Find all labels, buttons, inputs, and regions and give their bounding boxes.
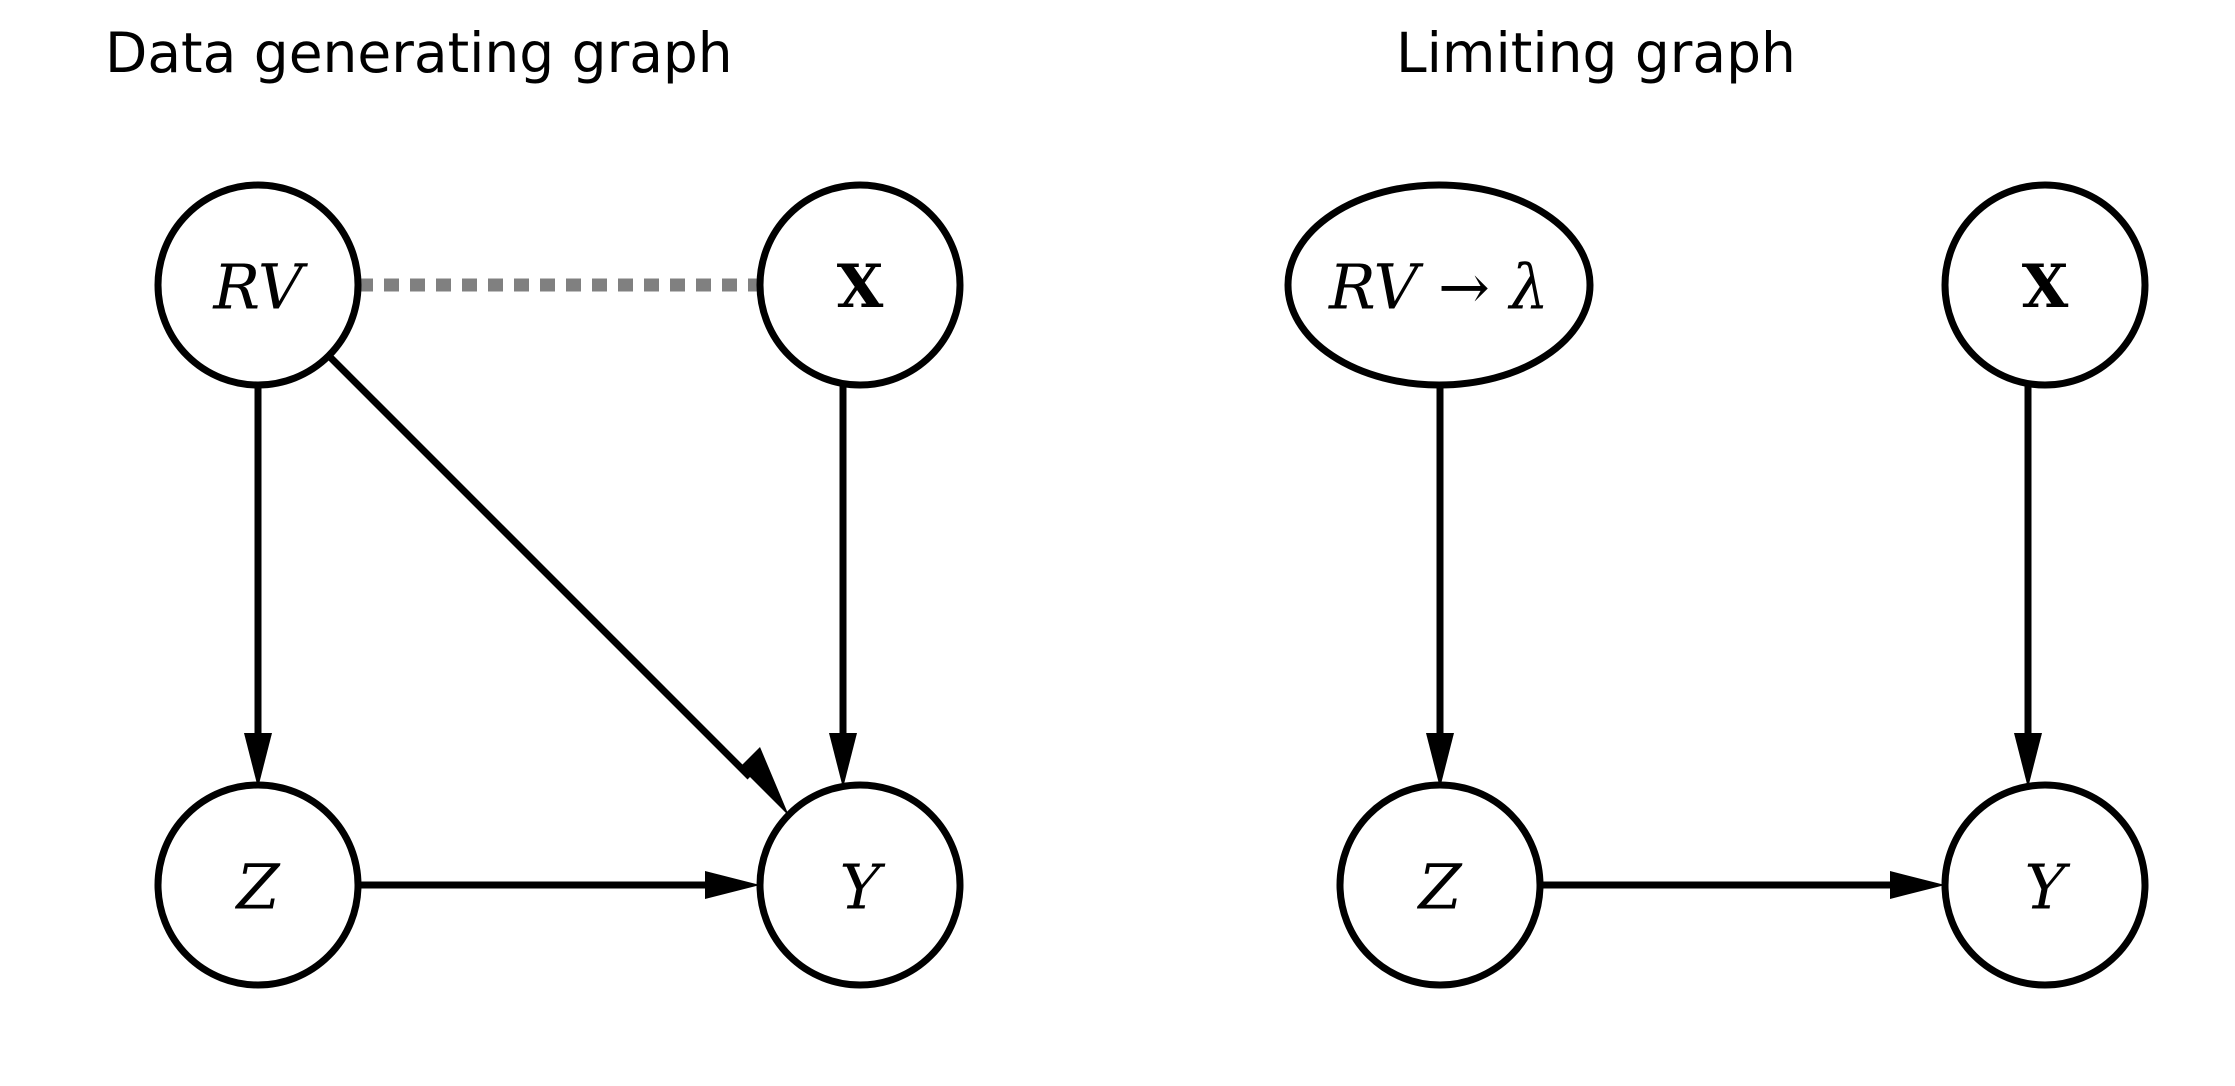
edge-z-to-y [358,871,760,899]
edge-z2-to-y2-arrowhead [1890,871,1945,899]
node-x2-shape[interactable] [1941,181,2149,389]
edge-rv-to-y [326,353,789,816]
node-y[interactable]: Y [756,781,964,989]
node-z2-shape[interactable] [1336,781,1544,989]
edge-x2-to-y2-arrowhead [2014,733,2042,788]
panel-title-data-generating-graph: Data generating graph [105,21,733,85]
edge-rvlambda-to-z [1426,385,1454,788]
node-y2[interactable]: Y [1941,781,2149,989]
edge-rv-to-y-arrowhead [740,747,789,816]
edge-z-to-y-arrowhead [705,871,760,899]
edge-x-to-y [829,385,857,788]
node-rv-lambda-shape[interactable] [1284,181,1594,389]
node-rv-label: RV [212,251,308,324]
edge-z2-to-y2 [1540,871,1945,899]
node-y2-shape[interactable] [1941,781,2149,989]
edge-x2-to-y2 [2014,385,2042,788]
node-x-shape[interactable] [756,181,964,389]
node-z-label: Z [234,851,280,924]
node-y-shape[interactable] [756,781,964,989]
node-z-shape[interactable] [154,781,362,989]
edge-rv-to-z [244,385,272,788]
node-x2[interactable]: X [1941,181,2149,389]
node-z2[interactable]: Z [1336,781,1544,989]
node-y2-label: Y [2025,851,2071,924]
node-rv-shape[interactable] [154,181,362,389]
node-z2-label: Z [1416,851,1462,924]
node-x-label: X [837,252,884,322]
node-z[interactable]: Z [154,781,362,989]
edge-rv-to-y-line [326,353,753,780]
node-rv-lambda[interactable]: RV → λ [1284,181,1594,389]
panel-title-limiting-graph: Limiting graph [1396,21,1796,85]
node-rv-lambda-label: RV → λ [1328,251,1549,324]
node-rv[interactable]: RV [154,181,362,389]
edge-rv-to-z-arrowhead [244,733,272,788]
edge-rvlambda-to-z-arrowhead [1426,733,1454,788]
node-x[interactable]: X [756,181,964,389]
node-x2-label: X [2022,252,2069,322]
panel-data-generating-graph: Data generating graph [105,21,964,989]
node-y-label: Y [840,851,886,924]
edge-x-to-y-arrowhead [829,733,857,788]
panel-limiting-graph: Limiting graph RV → λ [1284,21,2149,989]
